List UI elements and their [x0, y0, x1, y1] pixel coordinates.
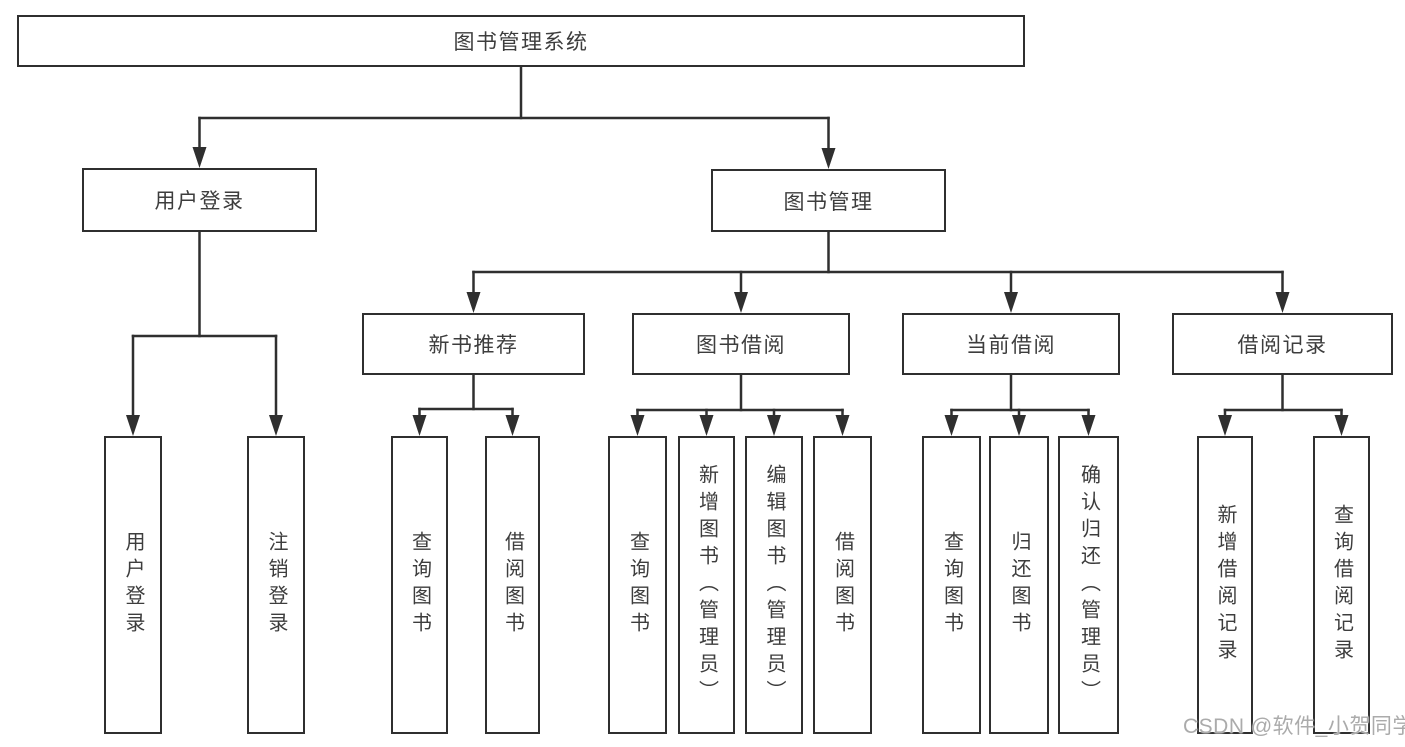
node-book-management: 图书管理 [711, 169, 946, 232]
node-label: 归还图书 [1008, 531, 1030, 639]
node-label: 用户登录 [154, 190, 245, 213]
node-book-borrowing: 图书借阅 [632, 313, 850, 375]
leaf-query-books-borrowing: 查询图书 [608, 436, 667, 734]
node-label: 当前借阅 [966, 334, 1056, 357]
node-label: 查询图书 [940, 531, 963, 639]
leaf-edit-books-admin: 编辑图书（管理员） [745, 436, 803, 734]
node-label: 注销登录 [265, 531, 287, 639]
node-current-borrowing: 当前借阅 [902, 313, 1120, 375]
node-label: 用户登录 [122, 531, 144, 639]
node-label: 查询图书 [626, 531, 649, 639]
watermark: CSDN @软件_小贺同学 [1183, 715, 1405, 738]
leaf-borrow-books-recommend: 借阅图书 [485, 436, 540, 734]
node-library-management-system: 图书管理系统 [17, 15, 1025, 67]
node-user-login: 用户登录 [82, 168, 317, 232]
node-label: 图书借阅 [696, 334, 786, 357]
node-new-book-recommend: 新书推荐 [362, 313, 585, 375]
leaf-query-books-current: 查询图书 [922, 436, 981, 734]
leaf-add-borrow-record: 新增借阅记录 [1197, 436, 1253, 734]
node-label: 新增借阅记录 [1214, 504, 1236, 666]
node-label: 确认归还（管理员） [1077, 463, 1100, 707]
leaf-borrow-books: 借阅图书 [813, 436, 872, 734]
leaf-user-login: 用户登录 [104, 436, 162, 734]
node-label: 查询借阅记录 [1330, 504, 1353, 666]
arrowheads [126, 147, 1349, 436]
node-label: 新增图书（管理员） [695, 463, 718, 707]
node-label: 编辑图书（管理员） [763, 463, 785, 707]
node-borrowing-records: 借阅记录 [1172, 313, 1393, 375]
node-label: 新书推荐 [428, 334, 519, 357]
node-label: 借阅图书 [831, 531, 854, 639]
leaf-logout: 注销登录 [247, 436, 305, 734]
leaf-add-books-admin: 新增图书（管理员） [678, 436, 735, 734]
node-label: 查询图书 [408, 531, 431, 639]
leaf-confirm-return-admin: 确认归还（管理员） [1058, 436, 1119, 734]
leaf-return-books: 归还图书 [989, 436, 1049, 734]
node-label: 借阅图书 [501, 531, 524, 639]
node-label: 借阅记录 [1237, 334, 1328, 357]
leaf-query-borrow-record: 查询借阅记录 [1313, 436, 1370, 734]
node-label: 图书管理 [783, 190, 874, 214]
leaf-query-books-recommend: 查询图书 [391, 436, 448, 734]
node-label: 图书管理系统 [453, 31, 589, 54]
